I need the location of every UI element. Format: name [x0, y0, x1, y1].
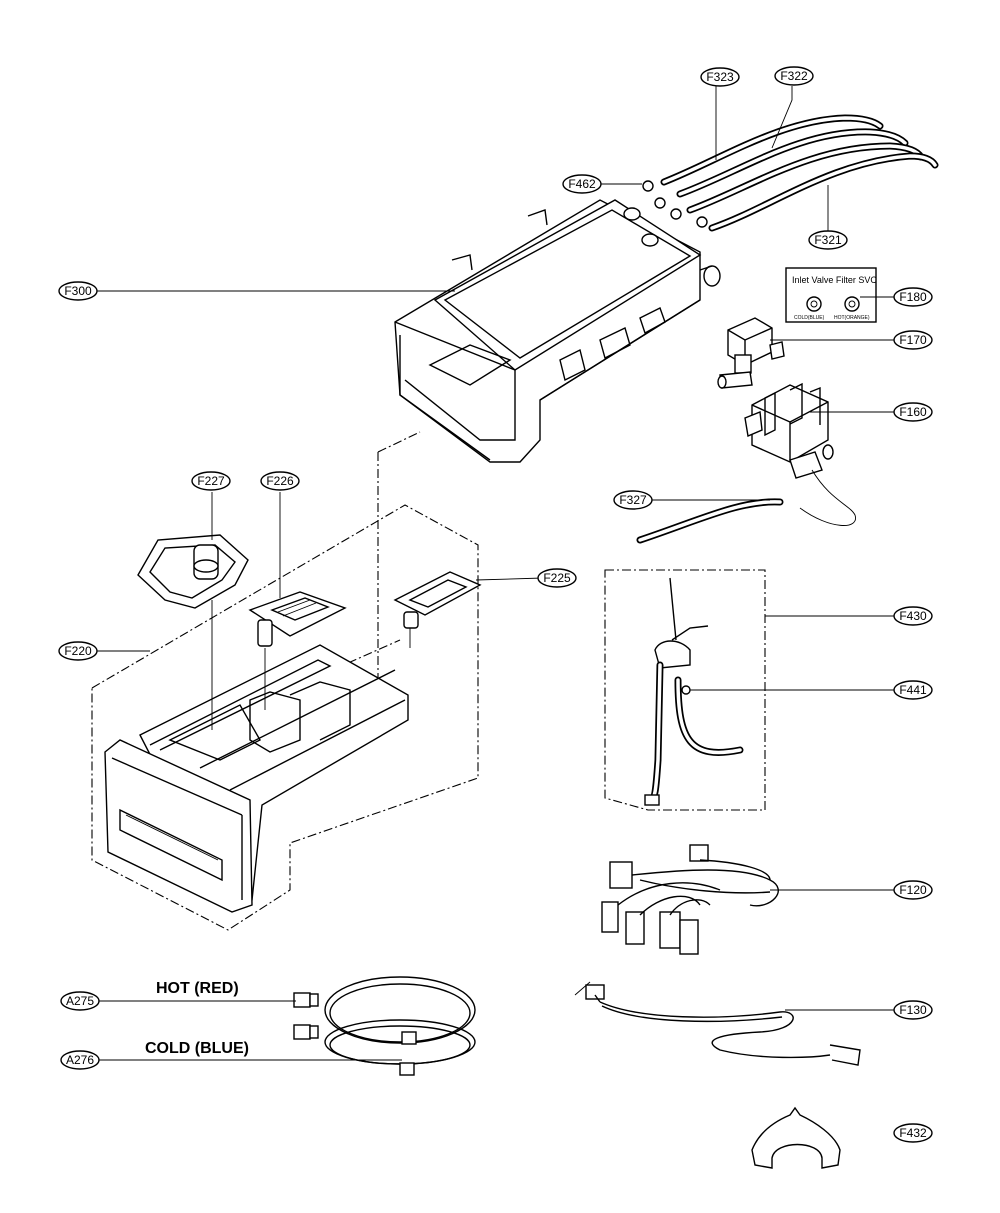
svg-text:F322: F322 — [780, 69, 808, 83]
svg-text:F180: F180 — [899, 290, 927, 304]
dispenser-housing — [394, 199, 721, 463]
callout-F170: F170 — [893, 330, 933, 350]
inlet-hoses — [642, 114, 939, 232]
harness-F130 — [574, 981, 861, 1066]
drawer-assembly — [91, 504, 479, 931]
filter-hot-label: HOT(ORANGE) — [834, 315, 870, 321]
svg-text:F160: F160 — [899, 405, 927, 419]
svg-text:F321: F321 — [814, 233, 842, 247]
callout-F226: F226 — [260, 471, 300, 491]
callout-F300: F300 — [58, 281, 98, 301]
cap-F226 — [248, 492, 347, 710]
svg-text:F323: F323 — [706, 70, 734, 84]
callout-A275: A275 — [60, 991, 100, 1011]
svg-text:F120: F120 — [899, 883, 927, 897]
callout-F462: F462 — [562, 174, 602, 194]
svg-text:F220: F220 — [64, 644, 92, 658]
callouts: F323 F322 F462 F321 F300 F180 F170 F160 — [58, 66, 933, 1143]
valve-F160 — [744, 382, 856, 526]
callout-F225: F225 — [537, 568, 577, 588]
callout-F160: F160 — [893, 402, 933, 422]
hose-holder-F432 — [751, 1106, 841, 1169]
callout-F430: F430 — [893, 606, 933, 626]
cap-F227 — [137, 492, 249, 730]
svg-text:F227: F227 — [197, 474, 225, 488]
svg-text:F441: F441 — [899, 683, 927, 697]
valve-F170 — [717, 317, 785, 389]
drain-assembly-F430 — [604, 569, 766, 811]
callout-F327: F327 — [613, 490, 653, 510]
assembly-guide-lines — [347, 431, 421, 700]
svg-text:F225: F225 — [543, 571, 571, 585]
callout-F441: F441 — [893, 680, 933, 700]
caption-hot: HOT (RED) — [156, 980, 239, 997]
svg-text:A276: A276 — [66, 1053, 94, 1067]
svg-text:F462: F462 — [568, 177, 596, 191]
leader-lines — [96, 86, 894, 1061]
svg-text:F327: F327 — [619, 493, 647, 507]
callout-F321: F321 — [808, 230, 848, 250]
svg-text:F430: F430 — [899, 609, 927, 623]
svg-text:A275: A275 — [66, 994, 94, 1008]
inlet-valve-filter-box: Inlet Valve Filter SVC COLD(BLUE) HOT(OR… — [785, 267, 877, 323]
svg-text:F300: F300 — [64, 284, 92, 298]
callout-F322: F322 — [774, 66, 814, 86]
callout-F323: F323 — [700, 67, 740, 87]
cap-F225 — [393, 571, 544, 648]
callout-A276: A276 — [60, 1050, 100, 1070]
svg-text:F130: F130 — [899, 1003, 927, 1017]
callout-F130: F130 — [893, 1000, 933, 1020]
callout-F220: F220 — [58, 641, 98, 661]
callout-F227: F227 — [191, 471, 231, 491]
filter-cold-label: COLD(BLUE) — [794, 315, 825, 321]
hose-F327 — [636, 498, 784, 544]
svg-text:F170: F170 — [899, 333, 927, 347]
filter-box-title: Inlet Valve Filter SVC — [792, 275, 877, 285]
caption-cold: COLD (BLUE) — [145, 1040, 249, 1057]
callout-F120: F120 — [893, 880, 933, 900]
harness-F120 — [601, 844, 779, 955]
inlet-hoses-A275-A276 — [293, 976, 476, 1076]
svg-text:F432: F432 — [899, 1126, 927, 1140]
svg-text:F226: F226 — [266, 474, 294, 488]
callout-F180: F180 — [893, 287, 933, 307]
callout-F432: F432 — [893, 1123, 933, 1143]
